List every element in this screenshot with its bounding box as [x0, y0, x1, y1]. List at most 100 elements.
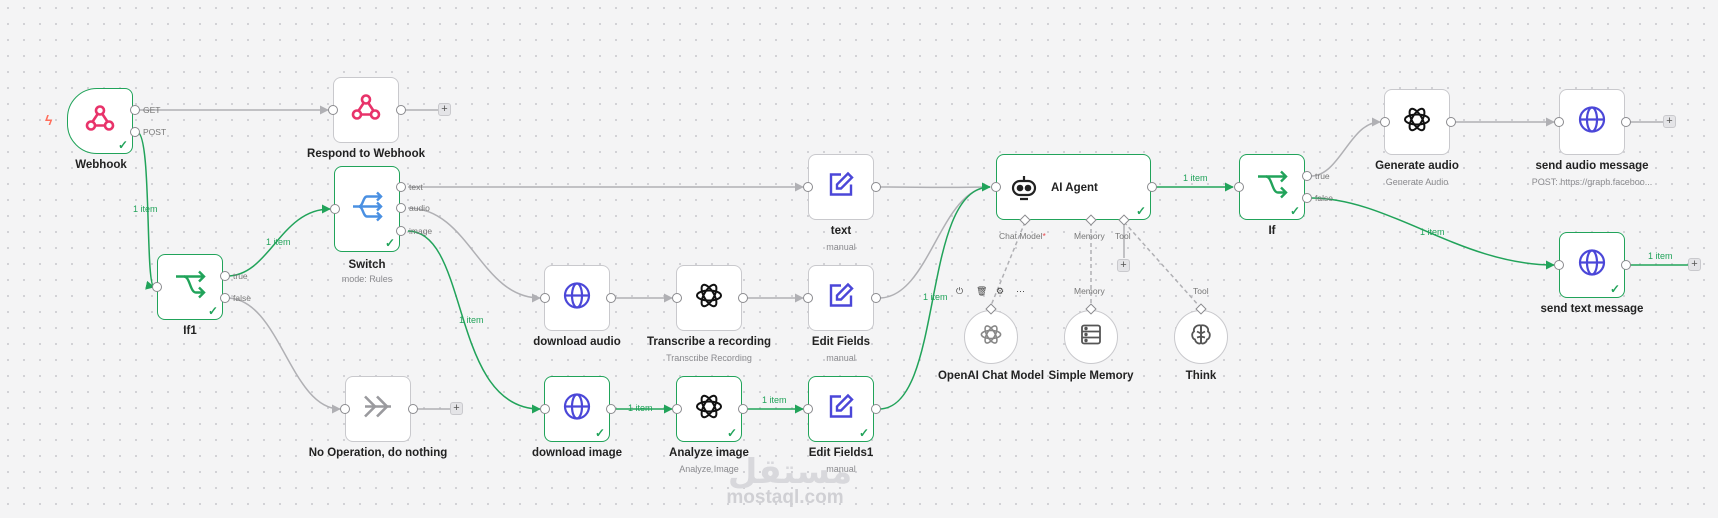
output-port-false[interactable]: [220, 293, 230, 303]
node-webhook[interactable]: ✓: [67, 88, 133, 154]
node-title: If1: [183, 325, 197, 337]
output-port-text[interactable]: [396, 182, 406, 192]
output-port[interactable]: [408, 404, 418, 414]
node-ai-agent[interactable]: AI Agent ✓: [996, 154, 1151, 220]
edge-label: 1 item: [266, 237, 291, 247]
output-port[interactable]: [606, 404, 616, 414]
edge-label: 1 item: [923, 292, 948, 302]
node-title: AI Agent: [1051, 182, 1098, 194]
node-respond-to-webhook[interactable]: [333, 77, 399, 143]
output-port[interactable]: [1147, 182, 1157, 192]
success-check-icon: ✓: [1135, 204, 1146, 218]
input-port[interactable]: [330, 204, 340, 214]
node-text[interactable]: [808, 154, 874, 220]
output-port[interactable]: [1621, 260, 1631, 270]
input-port[interactable]: [340, 404, 350, 414]
node-edit-fields1[interactable]: ✓: [808, 376, 874, 442]
node-switch[interactable]: ✓: [334, 166, 400, 252]
if-branch-icon: [1256, 170, 1288, 204]
add-tool-button[interactable]: +: [1117, 259, 1130, 272]
input-port[interactable]: [991, 182, 1001, 192]
input-port[interactable]: [803, 182, 813, 192]
node-openai-chat-model[interactable]: [964, 310, 1018, 364]
add-node-button[interactable]: +: [438, 103, 451, 116]
edge-agent-tool: [1123, 221, 1201, 308]
output-port-post[interactable]: [130, 127, 140, 137]
output-port-image[interactable]: [396, 226, 406, 236]
output-port[interactable]: [1446, 117, 1456, 127]
node-download-audio[interactable]: [544, 265, 610, 331]
openai-icon: [979, 323, 1003, 352]
input-port[interactable]: [803, 293, 813, 303]
input-port[interactable]: [1234, 182, 1244, 192]
node-send-audio-message[interactable]: [1559, 89, 1625, 155]
output-port-audio[interactable]: [396, 203, 406, 213]
output-port[interactable]: [738, 293, 748, 303]
sub-node-port-label: Tool: [1193, 286, 1209, 296]
node-title: If: [1268, 225, 1276, 237]
chat-model-port-label: Chat Model*: [999, 231, 1046, 241]
watermark-logo: مستقل: [727, 452, 853, 492]
node-title: Switch: [348, 259, 386, 271]
output-port-false[interactable]: [1302, 193, 1312, 203]
robot-icon: [1009, 172, 1039, 207]
node-title: download audio: [533, 336, 621, 348]
webhook-icon: [351, 93, 381, 128]
double-chevron-right-icon: [363, 395, 393, 424]
node-no-operation[interactable]: [345, 376, 411, 442]
add-node-button[interactable]: +: [450, 402, 463, 415]
success-check-icon: ✓: [117, 138, 128, 152]
node-think[interactable]: [1174, 310, 1228, 364]
output-port-get[interactable]: [130, 105, 140, 115]
input-port[interactable]: [1380, 117, 1390, 127]
input-port[interactable]: [672, 293, 682, 303]
node-simple-memory[interactable]: [1064, 310, 1118, 364]
input-port[interactable]: [672, 404, 682, 414]
trash-icon[interactable]: 🗑: [976, 286, 988, 296]
node-send-text-message[interactable]: ✓: [1559, 232, 1625, 298]
node-title: Edit Fields1: [808, 447, 874, 459]
port-label-false: false: [1315, 193, 1333, 203]
input-port[interactable]: [540, 293, 550, 303]
output-port[interactable]: [606, 293, 616, 303]
output-port[interactable]: [871, 182, 881, 192]
node-subtitle: Generate Audio: [1385, 177, 1449, 187]
node-analyze-image[interactable]: ✓: [676, 376, 742, 442]
edge-if-false: [1310, 197, 1555, 270]
output-port[interactable]: [871, 404, 881, 414]
node-if1[interactable]: ✓: [157, 254, 223, 320]
output-port[interactable]: [396, 105, 406, 115]
output-port-true[interactable]: [220, 271, 230, 281]
node-title: text: [830, 225, 852, 237]
node-subtitle: Analyze Image: [679, 464, 739, 474]
input-port[interactable]: [540, 404, 550, 414]
node-transcribe-recording[interactable]: [676, 265, 742, 331]
settings-icon[interactable]: ⚙: [996, 286, 1005, 296]
success-check-icon: ✓: [1609, 282, 1620, 296]
output-port-true[interactable]: [1302, 171, 1312, 181]
input-port[interactable]: [1554, 117, 1564, 127]
output-port[interactable]: [1621, 117, 1631, 127]
add-node-button[interactable]: +: [1663, 115, 1676, 128]
node-generate-audio[interactable]: [1384, 89, 1450, 155]
output-port[interactable]: [738, 404, 748, 414]
node-download-image[interactable]: ✓: [544, 376, 610, 442]
more-icon[interactable]: ⋯: [1016, 286, 1025, 296]
trigger-bolt-icon: ϟ: [45, 112, 53, 128]
port-label-text: text: [409, 182, 423, 192]
power-icon[interactable]: ⏻: [956, 286, 964, 296]
input-port[interactable]: [1554, 260, 1564, 270]
node-title: Respond to Webhook: [307, 148, 425, 160]
add-node-button[interactable]: +: [1688, 258, 1701, 271]
node-edit-fields[interactable]: [808, 265, 874, 331]
input-port[interactable]: [152, 282, 162, 292]
input-port[interactable]: [328, 105, 338, 115]
edge-label: 1 item: [1183, 173, 1208, 183]
edge-label: 1 item: [762, 395, 787, 405]
input-port[interactable]: [803, 404, 813, 414]
output-port[interactable]: [871, 293, 881, 303]
node-title: send text message: [1540, 303, 1644, 315]
edit-pencil-icon: [827, 171, 855, 204]
port-label-true: true: [233, 271, 248, 281]
node-if[interactable]: ✓: [1239, 154, 1305, 220]
